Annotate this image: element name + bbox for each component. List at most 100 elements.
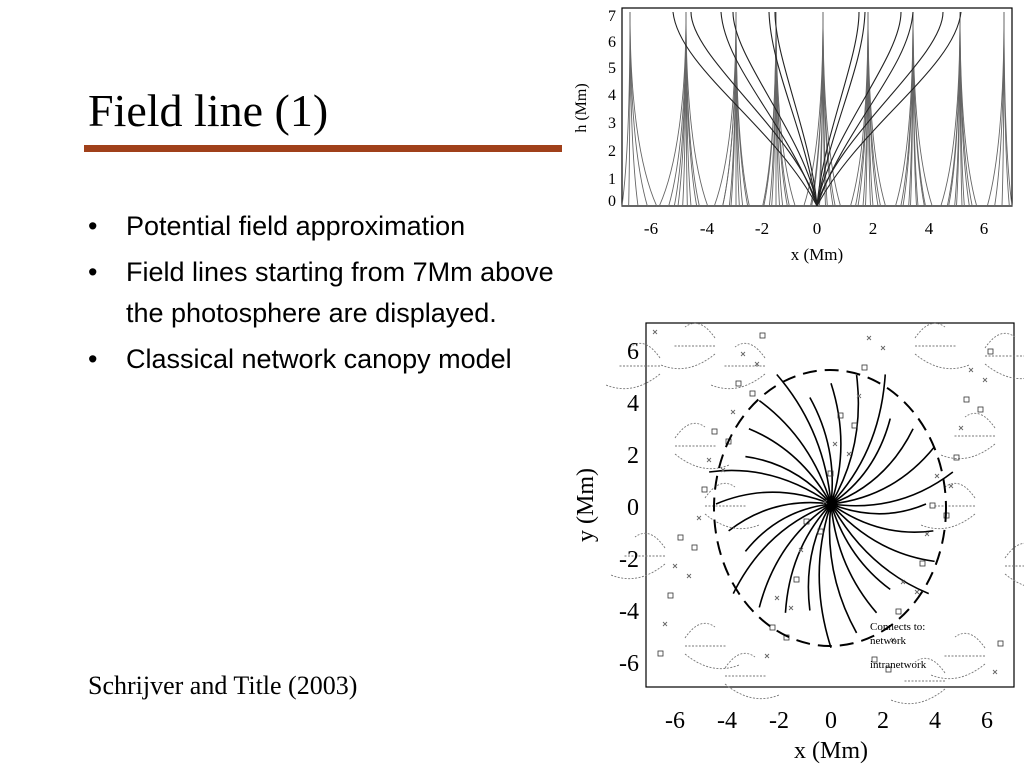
cross-marker (968, 367, 974, 373)
bottom-x-tick: 0 (825, 708, 837, 734)
field-line (830, 374, 887, 505)
field-line (828, 503, 858, 634)
square-marker (827, 470, 834, 477)
square-marker (701, 486, 708, 493)
bottom-legend: Connects to: network intranetwork (870, 621, 927, 671)
cross-marker (914, 589, 920, 595)
field-line (704, 482, 736, 499)
field-line (809, 397, 834, 505)
bottom-field-lines (605, 322, 1024, 705)
field-line (830, 428, 914, 505)
bullet-item: • Field lines starting from 7Mm above th… (86, 252, 576, 334)
field-line (830, 471, 954, 507)
bottom-x-tick: -2 (769, 708, 789, 734)
field-line (745, 455, 832, 505)
top-x-tick: 0 (813, 219, 822, 238)
top-field-line-plot: 7 6 5 4 3 2 1 0 h (Mm) -6 -4 -2 0 2 4 6 … (573, 7, 1013, 264)
field-line (774, 11, 818, 207)
square-marker (657, 650, 664, 657)
field-line (758, 399, 832, 505)
top-x-axis-label: x (Mm) (791, 245, 843, 264)
square-marker (953, 454, 960, 461)
cross-marker (890, 637, 896, 643)
field-line (710, 373, 766, 390)
field-line (964, 412, 996, 429)
field-line (758, 503, 832, 608)
field-line (674, 422, 706, 439)
field-line (830, 503, 878, 614)
square-marker (711, 428, 718, 435)
bullet-dot: • (88, 211, 98, 241)
bullet-text: Potential field approximation (126, 211, 466, 241)
field-line (715, 491, 832, 505)
field-line (930, 663, 986, 680)
field-line (984, 332, 1016, 349)
top-y-tick: 3 (608, 115, 616, 132)
cross-marker (686, 573, 692, 579)
field-line (816, 11, 860, 207)
legend-item-intranetwork: intranetwork (870, 659, 927, 671)
bottom-y-tick: -6 (619, 651, 639, 677)
field-line (830, 374, 860, 505)
square-marker (837, 412, 844, 419)
bottom-y-axis-label: y (Mm) (573, 468, 599, 542)
field-line (890, 688, 946, 705)
top-y-tick: 4 (608, 87, 616, 104)
field-line (734, 342, 766, 359)
field-line (672, 11, 818, 207)
field-line (816, 11, 962, 207)
field-line (822, 11, 841, 207)
top-x-tick: -6 (644, 219, 658, 238)
square-marker (817, 528, 824, 535)
bottom-x-tick: 4 (929, 708, 941, 734)
bottom-x-tick: -6 (665, 708, 685, 734)
legend-item-network: network (870, 635, 907, 647)
square-marker (735, 380, 742, 387)
square-marker (987, 348, 994, 355)
square-marker (861, 364, 868, 371)
field-line (784, 503, 832, 613)
cross-marker (764, 653, 770, 659)
cross-marker (672, 563, 678, 569)
top-x-tick: 4 (925, 219, 934, 238)
cross-marker (774, 595, 780, 601)
field-line (605, 373, 661, 390)
top-x-ticks: -6 -4 -2 0 2 4 6 (644, 219, 988, 238)
square-marker (963, 396, 970, 403)
cross-marker (788, 605, 794, 611)
square-marker (677, 534, 684, 541)
field-line (744, 503, 832, 552)
top-y-tick: 1 (608, 171, 616, 188)
cross-marker (798, 547, 804, 553)
cross-marker (982, 377, 988, 383)
square-marker (977, 406, 984, 413)
bottom-x-ticks: -6 -4 -2 0 2 4 6 (665, 708, 993, 734)
slide-title: Field line (1) (88, 85, 329, 136)
square-marker (667, 592, 674, 599)
square-marker (749, 390, 756, 397)
top-y-tick: 2 (608, 143, 616, 160)
field-line (914, 322, 946, 339)
bottom-y-ticks: 6 4 2 0 -2 -4 -6 (619, 339, 639, 677)
cross-marker (662, 621, 668, 627)
field-line (748, 427, 832, 505)
cross-marker (856, 393, 862, 399)
bottom-x-tick: -4 (717, 708, 737, 734)
cross-marker (754, 361, 760, 367)
square-marker (803, 518, 810, 525)
top-y-axis-label: h (Mm) (573, 83, 590, 132)
bullet-text: Classical network canopy model (126, 344, 512, 374)
cross-marker (720, 467, 726, 473)
field-line (830, 503, 891, 591)
cross-marker (832, 441, 838, 447)
bottom-x-tick: 6 (981, 708, 993, 734)
cross-marker (880, 345, 886, 351)
square-marker (919, 560, 926, 567)
square-marker (997, 640, 1004, 647)
field-line (816, 11, 866, 207)
title-underline (84, 145, 562, 152)
field-line (830, 503, 935, 563)
cross-marker (948, 483, 954, 489)
top-y-tick: 7 (608, 8, 616, 25)
field-line (954, 632, 986, 649)
